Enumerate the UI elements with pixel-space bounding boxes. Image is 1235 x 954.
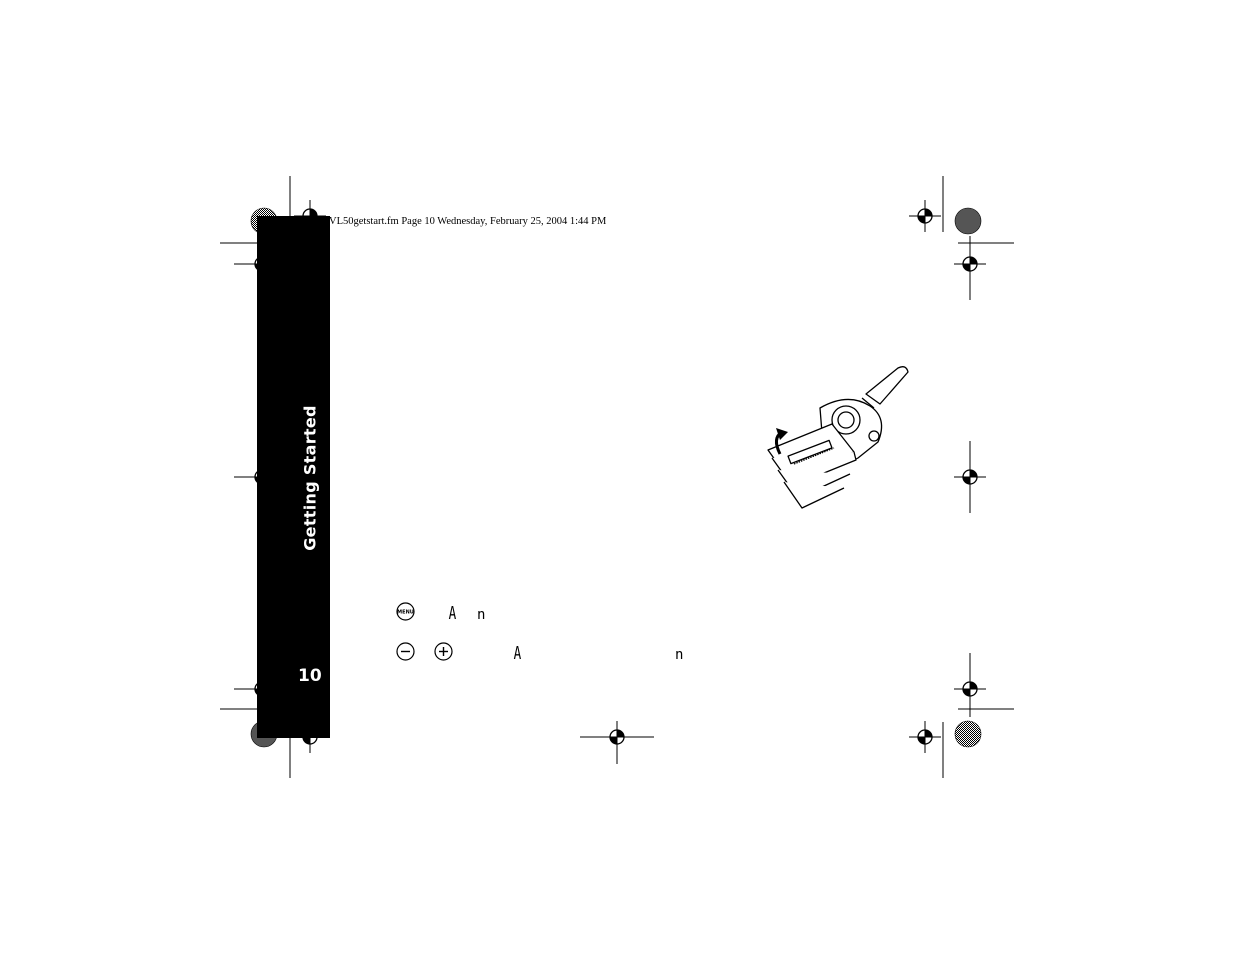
section-title: Getting Started: [300, 405, 320, 551]
minus-button-icon: [396, 642, 415, 661]
display-char: A: [448, 603, 457, 624]
menu-button-label: MENU: [397, 610, 414, 616]
file-info-header: VL50getstart.fm Page 10 Wednesday, Febru…: [329, 216, 607, 227]
reg-mark-top-right: [908, 199, 942, 233]
menu-button-icon: MENU: [396, 602, 415, 621]
starburst-top-right: [954, 207, 982, 235]
reg-mark-bottom-right: [908, 720, 942, 754]
starburst-bottom-right: [954, 720, 982, 748]
display-char: A: [513, 643, 522, 664]
sidebar-tab: [257, 216, 330, 738]
display-char: n: [675, 647, 684, 663]
page-number: 10: [298, 666, 322, 686]
plus-button-icon: [434, 642, 453, 661]
display-char: n: [477, 607, 486, 623]
radio-battery-illustration: [767, 366, 909, 509]
